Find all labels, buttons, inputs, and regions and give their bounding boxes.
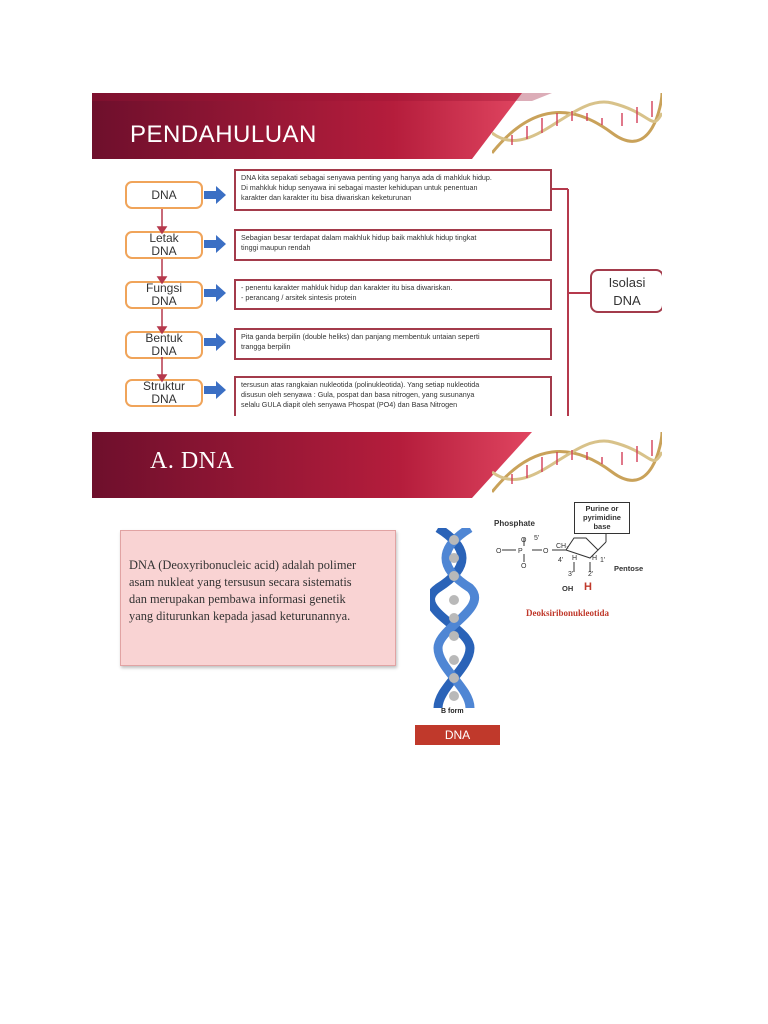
header-band — [92, 432, 532, 498]
slide-header: PENDAHULUAN — [92, 93, 662, 159]
isolasi-dna-box: Isolasi DNA — [590, 269, 662, 313]
concept-label: DNA — [151, 392, 177, 406]
base-label: pyrimidine — [583, 513, 621, 522]
definition-line: DNA (Deoxyribonucleic acid) adalah polim… — [129, 558, 357, 572]
helix-caption: B form — [441, 708, 464, 715]
svg-text:O: O — [496, 548, 502, 555]
svg-text:5': 5' — [534, 535, 539, 542]
oh-label: OH — [562, 584, 574, 593]
concept-label: Letak — [149, 231, 179, 245]
description-dna: DNA kita sepakati sebagai senyawa pentin… — [234, 169, 552, 211]
arrow-right-icon — [204, 235, 226, 253]
svg-text:3': 3' — [568, 571, 573, 578]
arrow-right-icon — [204, 186, 226, 204]
svg-text:4': 4' — [558, 557, 563, 564]
description-line: trangga berpilin — [241, 342, 291, 351]
description-fungsi: - penentu karakter mahkluk hidup dan kar… — [234, 279, 552, 310]
slide-title: PENDAHULUAN — [130, 121, 317, 148]
svg-text:O: O — [543, 548, 549, 555]
definition-box: DNA (Deoxyribonucleic acid) adalah polim… — [120, 530, 396, 666]
svg-text:CH₂: CH₂ — [556, 543, 569, 550]
description-line: DNA kita sepakati sebagai senyawa pentin… — [241, 173, 492, 182]
concept-box-dna: DNA — [125, 181, 203, 209]
svg-text:O: O — [521, 563, 527, 570]
bracket-connector — [552, 188, 590, 416]
concept-label: Fungsi — [145, 281, 183, 295]
phosphate-label: Phosphate — [494, 519, 535, 528]
description-line: Pita ganda berpilin (double heliks) dan … — [241, 332, 480, 341]
slide-header: A. DNA — [92, 432, 662, 498]
description-line: Sebagian besar terdapat dalam makhluk hi… — [241, 233, 477, 242]
svg-text:2': 2' — [588, 571, 593, 578]
definition-line: dan merupakan pembawa informasi genetik — [129, 592, 346, 606]
definition-line: asam nukleat yang tersusun secara sistem… — [129, 575, 352, 589]
concept-label: DNA — [151, 187, 177, 202]
concept-label: Bentuk — [145, 331, 183, 345]
description-line: - perancang / arsitek sintesis protein — [241, 293, 357, 302]
svg-text:H: H — [572, 555, 577, 562]
svg-text:P: P — [518, 548, 523, 555]
concept-label: DNA — [151, 244, 177, 258]
description-line: selalu GULA diapit oleh senyawa Phospat … — [241, 400, 458, 409]
concept-connectors — [156, 209, 168, 383]
description-struktur: tersusun atas rangkaian nukleotida (poli… — [234, 376, 552, 416]
nucleotide-caption: Deoksiribonukleotida — [526, 608, 610, 618]
slide-title: A. DNA — [150, 448, 235, 474]
description-bentuk: Pita ganda berpilin (double heliks) dan … — [234, 328, 552, 360]
description-line: tersusun atas rangkaian nukleotida (poli… — [241, 380, 480, 389]
isolasi-label: Isolasi — [608, 275, 646, 290]
pentose-label: Pentose — [614, 564, 644, 573]
description-line: - penentu karakter mahkluk hidup dan kar… — [241, 283, 453, 292]
svg-text:O: O — [521, 537, 527, 544]
description-line: karakter dan karakter itu bisa diwariska… — [241, 193, 412, 202]
svg-text:1': 1' — [600, 557, 605, 564]
svg-text:H: H — [592, 555, 597, 562]
h-label: H — [584, 581, 592, 593]
concept-label: DNA — [151, 294, 177, 308]
isolasi-label: DNA — [613, 293, 641, 308]
arrow-right-icon — [204, 333, 226, 351]
dna-helix-decoration — [492, 432, 662, 493]
description-line: Di mahkluk hidup senyawa ini sebagai mas… — [241, 183, 478, 192]
arrow-right-icon — [204, 284, 226, 302]
description-letak: Sebagian besar terdapat dalam makhluk hi… — [234, 229, 552, 261]
dna-helix-decoration — [492, 93, 662, 154]
base-label-box: Purine or pyrimidine base — [574, 502, 630, 534]
dna-double-helix-model — [430, 528, 479, 708]
definition-line: yang diturunkan kepada jasad keturunanny… — [129, 609, 351, 623]
base-label: Purine or — [585, 504, 619, 513]
arrow-right-icon — [204, 381, 226, 399]
base-label: base — [593, 522, 611, 531]
description-line: tinggi maupun rendah — [241, 243, 311, 252]
dna-label: DNA — [415, 725, 500, 745]
slide-dna: A. DNA DNA (Deoxyribonucleic acid) adala… — [92, 432, 662, 748]
concept-label: DNA — [151, 344, 177, 358]
description-line: disusun oleh senyawa : Gula, pospat dan … — [241, 390, 475, 399]
header-band — [92, 93, 552, 159]
concept-label: Struktur — [142, 379, 185, 393]
